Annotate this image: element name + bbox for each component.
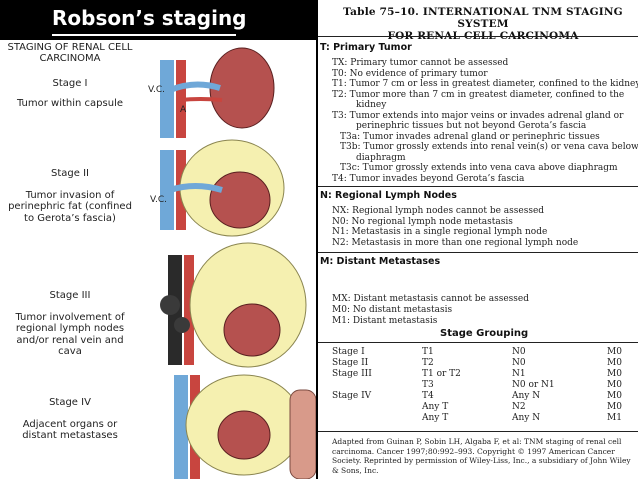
t-item: diaphragm <box>356 152 406 163</box>
kidney-illustrations: V.C. A V.C. <box>148 47 316 479</box>
t-item: T2: Tumor more than 7 cm in greatest dia… <box>332 89 625 100</box>
n-item: NX: Regional lymph nodes cannot be asses… <box>332 206 545 216</box>
m-item: M1: Distant metastasis <box>332 316 438 326</box>
rule <box>318 342 638 343</box>
staging-figure: STAGING OF RENAL CELL CARCINOMA Stage I … <box>0 40 316 479</box>
stage-label: Stage IV <box>49 397 91 408</box>
stage-desc: Tumor within capsule <box>16 97 124 109</box>
slide-title: Robson’s staging <box>52 6 247 30</box>
stage-grouping-heading: Stage Grouping <box>440 328 529 339</box>
rule <box>318 36 638 37</box>
t-item: T3c: Tumor grossly extends into vena cav… <box>340 163 618 173</box>
n-item: N0: No regional lymph node metastasis <box>332 216 513 227</box>
stage-desc: Adjacent organs or distant metastases <box>22 418 118 442</box>
n-heading: N: Regional Lymph Nodes <box>320 190 457 201</box>
stage-2-illustration: V.C. <box>150 139 285 237</box>
stage-label: Stage I <box>52 78 88 89</box>
rule <box>318 252 638 253</box>
tnm-table <box>316 0 638 479</box>
t-heading: T: Primary Tumor <box>320 42 412 53</box>
stage-4-illustration <box>174 374 316 479</box>
t-item: T0: No evidence of primary tumor <box>332 68 488 79</box>
t-item: T1: Tumor 7 cm or less in greatest diame… <box>332 79 638 89</box>
panel-divider <box>316 0 318 479</box>
m-item: M0: No distant metastasis <box>332 305 453 315</box>
stage-1-illustration: V.C. A <box>148 47 275 138</box>
stage-3-text: Stage III Tumor involvement of regional … <box>4 290 136 358</box>
figure-heading: STAGING OF RENAL CELL CARCINOMA <box>7 42 133 64</box>
t-item: T3: Tumor extends into major veins or in… <box>332 110 624 121</box>
t-item: T3a: Tumor invades adrenal gland or peri… <box>340 131 600 142</box>
t-item: perinephric tissues but not beyond Gerot… <box>356 121 587 131</box>
stage-label: Stage II <box>51 168 89 179</box>
t-item: TX: Primary tumor cannot be assessed <box>332 58 509 68</box>
stage-4-text: Stage IV Adjacent organs or distant meta… <box>4 397 136 442</box>
n-item: N2: Metastasis in more than one regional… <box>332 237 579 248</box>
t-item: kidney <box>356 100 387 110</box>
table-title-line1: Table 75–10. INTERNATIONAL TNM STAGING S… <box>343 6 623 30</box>
n-item: N1: Metastasis in a single regional lymp… <box>332 227 548 237</box>
table-title: Table 75–10. INTERNATIONAL TNM STAGING S… <box>330 6 636 42</box>
stage-3-illustration <box>160 242 307 368</box>
stage-1-text: Stage I Tumor within capsule <box>4 78 136 109</box>
stage-desc: Tumor involvement of regional lymph node… <box>15 311 125 358</box>
vc-label: V.C. <box>150 195 167 205</box>
t-item: T4: Tumor invades beyond Gerota’s fascia <box>332 173 525 184</box>
rule <box>318 186 638 187</box>
t-item: T3b: Tumor grossly extends into renal ve… <box>340 142 638 152</box>
rule <box>318 431 638 432</box>
vc-label: V.C. <box>148 85 165 95</box>
m-heading: M: Distant Metastases <box>320 256 441 267</box>
table-footnote: Adapted from Guinan P, Sobin LH, Algaba … <box>332 437 631 475</box>
a-label: A <box>180 105 187 115</box>
title-underline <box>52 34 236 36</box>
m-item: MX: Distant metastasis cannot be assesse… <box>332 294 530 304</box>
stage-2-text: Stage II Tumor invasion of perinephric f… <box>4 168 136 224</box>
stage-label: Stage III <box>49 290 91 301</box>
stage-desc: Tumor invasion of perinephric fat (confi… <box>8 189 132 224</box>
